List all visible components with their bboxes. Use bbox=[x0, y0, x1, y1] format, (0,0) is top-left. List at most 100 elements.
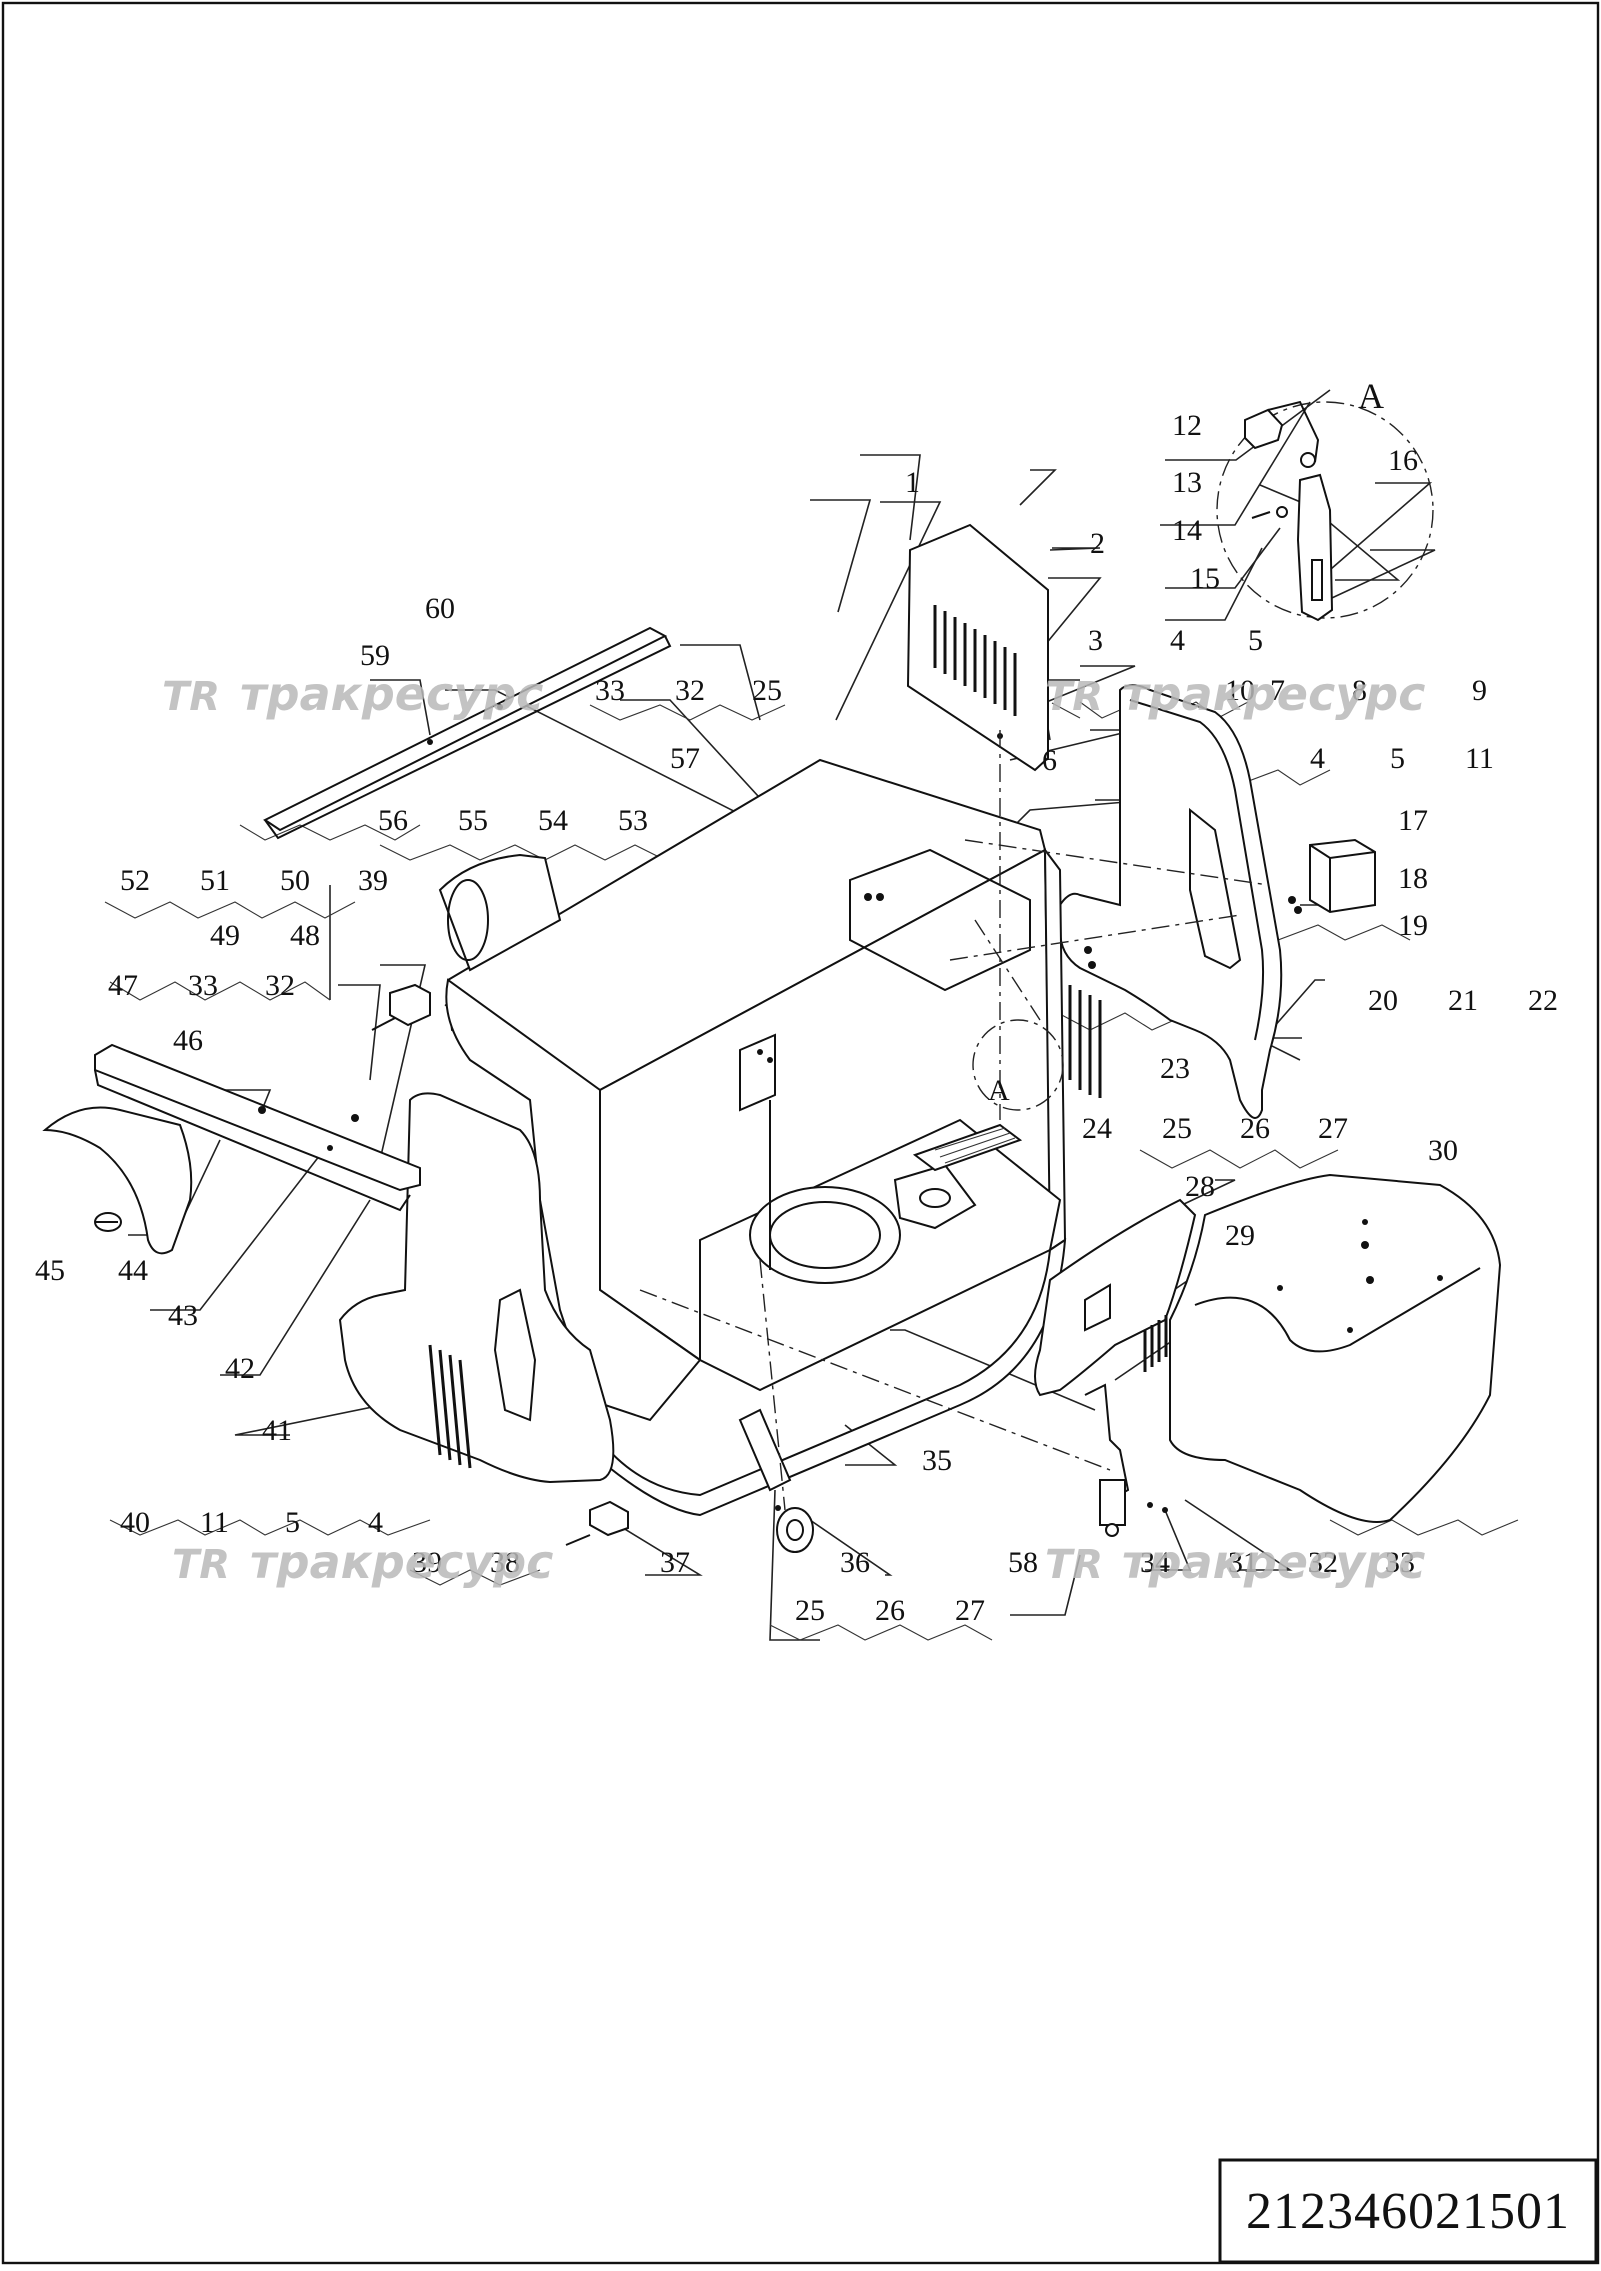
callout-36: 36 bbox=[840, 1546, 870, 1579]
callout-29: 29 bbox=[1225, 1219, 1255, 1252]
callout-10: 10 bbox=[1225, 674, 1255, 707]
part-36-horn bbox=[776, 1507, 814, 1553]
watermark-bottom-left: TR тракресурс bbox=[172, 1535, 553, 1589]
document-number: 212346021501 bbox=[1246, 2183, 1570, 2240]
watermark-top-left: TR тракресурс bbox=[162, 667, 543, 721]
callout-26b: 26 bbox=[875, 1594, 905, 1627]
callout-49: 49 bbox=[210, 919, 240, 952]
callout-56: 56 bbox=[378, 804, 408, 837]
part-34-pedal-bracket bbox=[1084, 1383, 1130, 1537]
callout-14: 14 bbox=[1172, 514, 1202, 547]
callout-31: 31 bbox=[1228, 1546, 1258, 1579]
part-37-48-blocks bbox=[371, 983, 629, 1546]
callout-11: 11 bbox=[1465, 742, 1494, 775]
callout-26: 26 bbox=[1240, 1112, 1270, 1145]
callout-25: 25 bbox=[1162, 1112, 1192, 1145]
callout-44: 44 bbox=[118, 1254, 148, 1287]
callout-38: 38 bbox=[490, 1546, 520, 1579]
callout-27b: 27 bbox=[955, 1594, 985, 1627]
callout-33c: 33 bbox=[595, 674, 625, 707]
watermark-bottom-right: TR тракресурс bbox=[1045, 1535, 1425, 1589]
main-frame-body bbox=[438, 758, 1067, 1517]
callout-39: 39 bbox=[412, 1546, 442, 1579]
detail-marker-a: А bbox=[988, 1074, 1010, 1107]
svg-text:тракресурс: тракресурс bbox=[240, 667, 543, 721]
callout-35: 35 bbox=[922, 1444, 952, 1477]
callout-57: 57 bbox=[670, 742, 700, 775]
callout-39b: 39 bbox=[358, 864, 388, 897]
callout-5: 5 bbox=[1248, 624, 1263, 657]
svg-text:TR: TR bbox=[1045, 1542, 1103, 1588]
part-2-grille-panel bbox=[906, 523, 1049, 772]
part-41-left-side-panel bbox=[338, 1092, 615, 1484]
callout-20: 20 bbox=[1368, 984, 1398, 1017]
callout-33: 33 bbox=[1385, 1546, 1415, 1579]
callout-40: 40 bbox=[120, 1506, 150, 1539]
svg-text:TR: TR bbox=[172, 1542, 230, 1588]
callout-33b: 33 bbox=[188, 969, 218, 1002]
callout-1: 1 bbox=[905, 466, 920, 499]
callout-17: 17 bbox=[1398, 804, 1428, 837]
group-connectors bbox=[104, 701, 1519, 1641]
callout-5b: 5 bbox=[1390, 742, 1405, 775]
callout-53: 53 bbox=[618, 804, 648, 837]
left-vent bbox=[428, 1344, 472, 1469]
callout-45: 45 bbox=[35, 1254, 65, 1287]
title-block bbox=[1218, 2158, 1598, 2264]
callout-16: 16 bbox=[1388, 444, 1418, 477]
callout-6: 6 bbox=[1042, 744, 1057, 777]
callout-12: 12 bbox=[1172, 409, 1202, 442]
part-18-electrical-box bbox=[1309, 838, 1376, 914]
callout-30: 30 bbox=[1428, 1134, 1458, 1167]
callout-19: 19 bbox=[1398, 909, 1428, 942]
part-60-trim-strip bbox=[263, 626, 672, 840]
callout-labels: 1 2 3 4 5 6 7 8 9 10 4 5 11 12 13 14 15 … bbox=[35, 409, 1558, 1627]
part-30-rear-cover bbox=[1169, 1173, 1502, 1523]
callout-32c: 32 bbox=[675, 674, 705, 707]
callout-51: 51 bbox=[200, 864, 230, 897]
callout-2: 2 bbox=[1090, 527, 1105, 560]
assembly-centerlines bbox=[639, 730, 1269, 1511]
callout-22: 22 bbox=[1528, 984, 1558, 1017]
callout-55: 55 bbox=[458, 804, 488, 837]
floor-grille bbox=[912, 1123, 1023, 1172]
part-44-45-fender-rail bbox=[42, 1043, 421, 1255]
callout-18: 18 bbox=[1398, 862, 1428, 895]
callout-21: 21 bbox=[1448, 984, 1478, 1017]
svg-text:тракресурс: тракресурс bbox=[250, 1535, 553, 1589]
callout-3: 3 bbox=[1088, 624, 1103, 657]
detail-view-label: A bbox=[1358, 376, 1384, 416]
svg-text:TR: TR bbox=[162, 674, 220, 720]
callout-46: 46 bbox=[173, 1024, 203, 1057]
watermarks: TR тракресурс TR тракресурс TR тракресур… bbox=[162, 667, 1425, 1589]
callout-47: 47 bbox=[108, 969, 138, 1002]
callout-7: 7 bbox=[1270, 674, 1285, 707]
callout-9: 9 bbox=[1472, 674, 1487, 707]
callout-41: 41 bbox=[262, 1414, 292, 1447]
callout-23: 23 bbox=[1160, 1052, 1190, 1085]
callout-25b: 25 bbox=[752, 674, 782, 707]
detail-view-a: A А bbox=[972, 376, 1434, 1111]
callout-4c: 4 bbox=[368, 1506, 383, 1539]
side-vent bbox=[1068, 985, 1102, 1098]
grille-slots bbox=[933, 605, 1017, 716]
callout-4: 4 bbox=[1170, 624, 1185, 657]
callout-leaders bbox=[128, 389, 1436, 1641]
part-28-right-lower-panel bbox=[1034, 1198, 1197, 1397]
callout-13: 13 bbox=[1172, 466, 1202, 499]
callout-5c: 5 bbox=[285, 1506, 300, 1539]
callout-43: 43 bbox=[168, 1299, 198, 1332]
callout-28: 28 bbox=[1185, 1170, 1215, 1203]
svg-text:тракресурс: тракресурс bbox=[1122, 1535, 1425, 1589]
callout-42: 42 bbox=[225, 1352, 255, 1385]
callout-37: 37 bbox=[660, 1546, 690, 1579]
svg-text:TR: TR bbox=[1045, 674, 1103, 720]
callout-27: 27 bbox=[1318, 1112, 1348, 1145]
callout-48: 48 bbox=[290, 919, 320, 952]
callout-32b: 32 bbox=[265, 969, 295, 1002]
callout-54: 54 bbox=[538, 804, 568, 837]
callout-58: 58 bbox=[1008, 1546, 1038, 1579]
